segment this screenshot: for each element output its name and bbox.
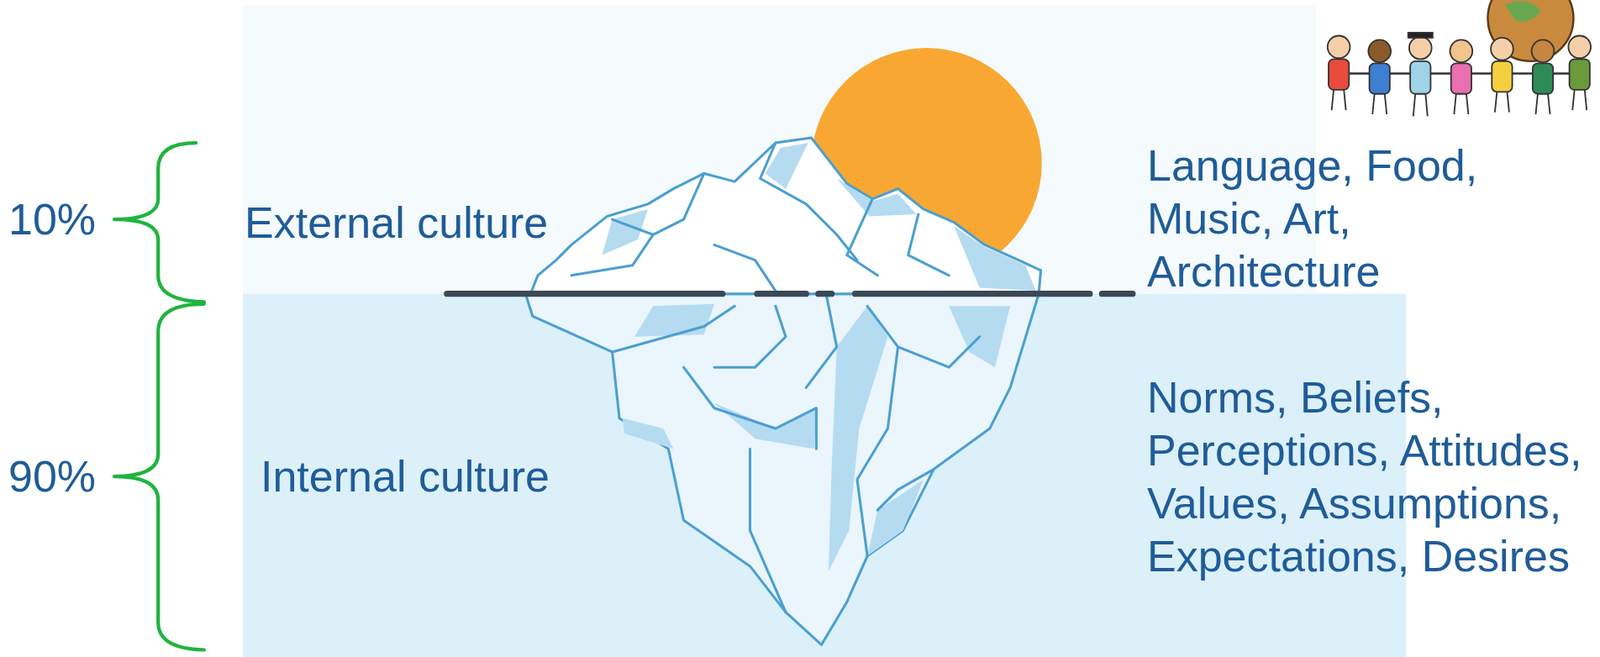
child-leg — [1331, 89, 1334, 111]
child — [1568, 36, 1591, 111]
child-body — [1369, 63, 1390, 94]
child-leg — [1572, 89, 1574, 111]
waterline — [447, 290, 1133, 297]
label-text: Internal culture — [260, 450, 550, 504]
child-leg — [1536, 94, 1538, 115]
ice-crack — [877, 469, 934, 511]
child — [1408, 32, 1433, 117]
child-head — [1327, 36, 1351, 59]
child-leg — [1466, 94, 1469, 115]
child — [1531, 39, 1555, 115]
ice-crack — [857, 347, 899, 557]
ice-crack — [867, 305, 980, 368]
iceberg-underwater — [525, 294, 1039, 646]
label-text: Language, Food, Music, Art, Architecture — [1147, 139, 1500, 299]
child-leg — [1494, 91, 1497, 112]
child-leg — [1413, 94, 1416, 117]
iceberg-upper — [530, 137, 1041, 295]
label-text: External culture — [244, 196, 548, 250]
ice-crack — [847, 199, 878, 276]
water-panel — [242, 294, 1406, 657]
child-head — [1531, 39, 1555, 63]
child-leg — [1507, 91, 1510, 112]
child-leg — [1547, 94, 1550, 115]
waterline-segment — [757, 290, 806, 297]
label-text: 10% — [8, 193, 96, 247]
child-leg — [1372, 94, 1374, 115]
ice-crack — [652, 173, 705, 235]
iceberg-above — [530, 137, 1041, 295]
grad-cap — [1408, 32, 1433, 38]
label-text: 90% — [8, 450, 96, 504]
child-body — [1328, 58, 1349, 90]
child — [1368, 39, 1391, 115]
child-head — [1568, 36, 1591, 59]
ice-crack — [714, 305, 786, 368]
child-leg — [1584, 89, 1587, 111]
ice-crack — [908, 214, 950, 276]
ice-shade — [622, 418, 674, 449]
child-head — [1490, 37, 1514, 61]
waterline-segment — [818, 290, 832, 297]
curly-bracket — [114, 304, 205, 651]
child-head — [1368, 39, 1391, 63]
iceberg-lower — [525, 294, 1039, 646]
ice-crack — [612, 305, 736, 353]
ice-crack — [571, 219, 653, 276]
child-body — [1410, 61, 1431, 95]
child-leg — [1425, 94, 1427, 117]
label-text: Norms, Beliefs, Perceptions, Attitudes, … — [1147, 371, 1593, 584]
child-leg — [1343, 89, 1346, 111]
ice-shade — [836, 178, 917, 217]
child-leg — [1384, 94, 1387, 115]
ice-crack — [684, 367, 817, 449]
child-body — [1569, 58, 1590, 90]
child-head — [1450, 39, 1474, 63]
waterline-segment — [855, 290, 1090, 297]
child-leg — [1453, 94, 1456, 115]
globe — [1487, 0, 1574, 62]
child — [1490, 37, 1514, 113]
brackets — [114, 142, 205, 651]
ice-crack — [760, 142, 858, 261]
ice-cracks — [612, 295, 980, 612]
ice-crack — [805, 295, 837, 388]
ice-shade — [634, 304, 715, 337]
waterline-segment — [1101, 290, 1132, 297]
ice-shade — [601, 209, 648, 256]
child — [1327, 36, 1351, 111]
child-body — [1532, 63, 1553, 94]
waterline-segment — [447, 290, 723, 297]
curly-bracket — [114, 142, 205, 302]
ice-crack — [750, 448, 787, 612]
globe-land — [1505, 0, 1542, 22]
ice-cracks — [571, 142, 949, 291]
child-head — [1409, 36, 1432, 60]
child — [1450, 39, 1474, 115]
child-body — [1451, 63, 1472, 94]
child-body — [1491, 61, 1512, 92]
ice-shade — [953, 226, 1036, 292]
ice-crack — [714, 244, 776, 291]
children-clipart — [1327, 0, 1591, 116]
